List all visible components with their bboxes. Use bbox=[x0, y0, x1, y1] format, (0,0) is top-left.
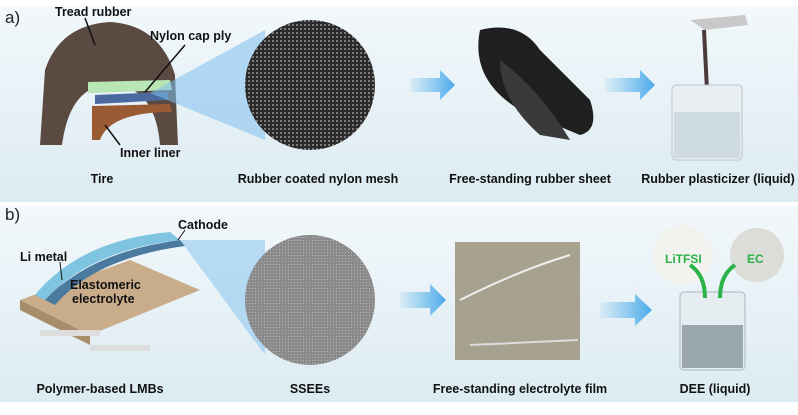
panel-b-label: b) bbox=[5, 205, 21, 224]
ec-powder-image bbox=[730, 228, 784, 282]
ssee-image bbox=[245, 235, 375, 365]
battery-illustration bbox=[20, 229, 200, 351]
panel-a-label: a) bbox=[5, 8, 21, 27]
li-metal-label: Li metal bbox=[20, 250, 68, 264]
caption-rubber-sheet: Free-standing rubber sheet bbox=[449, 172, 611, 186]
zoom-cone-a bbox=[150, 30, 265, 140]
tire-illustration bbox=[40, 17, 186, 146]
ec-label: EC bbox=[747, 252, 764, 266]
zoom-cone-b bbox=[180, 240, 265, 355]
plasticizer-beaker-image bbox=[671, 15, 748, 161]
caption-ssees: SSEEs bbox=[289, 382, 331, 396]
arrow-icon bbox=[410, 70, 455, 100]
tread-rubber-label: Tread rubber bbox=[55, 5, 132, 19]
arrow-icon bbox=[605, 70, 655, 100]
dee-beaker-image bbox=[653, 225, 784, 371]
green-arrow-icon bbox=[718, 263, 737, 299]
litfsi-label: LiTFSI bbox=[665, 252, 702, 266]
cathode-label: Cathode bbox=[178, 218, 228, 232]
caption-film: Free-standing electrolyte film bbox=[432, 382, 608, 396]
arrow-icon bbox=[400, 284, 446, 316]
electrolyte-film-image bbox=[455, 242, 580, 360]
nylon-mesh-image bbox=[245, 20, 375, 150]
inner-liner-label: Inner liner bbox=[120, 146, 181, 160]
caption-tire: Tire bbox=[90, 172, 114, 186]
caption-dee: DEE (liquid) bbox=[679, 382, 751, 396]
nylon-cap-ply-label: Nylon cap ply bbox=[150, 29, 232, 43]
caption-mesh: Rubber coated nylon mesh bbox=[237, 172, 399, 186]
electrolyte-label: electrolyte bbox=[72, 292, 135, 306]
elastomeric-label: Elastomeric bbox=[70, 278, 141, 292]
rubber-sheet-image bbox=[478, 27, 594, 140]
caption-plasticizer: Rubber plasticizer (liquid) bbox=[641, 172, 795, 186]
arrow-icon bbox=[600, 294, 652, 326]
caption-lmbs: Polymer-based LMBs bbox=[36, 382, 164, 396]
green-arrow-icon bbox=[688, 263, 707, 299]
